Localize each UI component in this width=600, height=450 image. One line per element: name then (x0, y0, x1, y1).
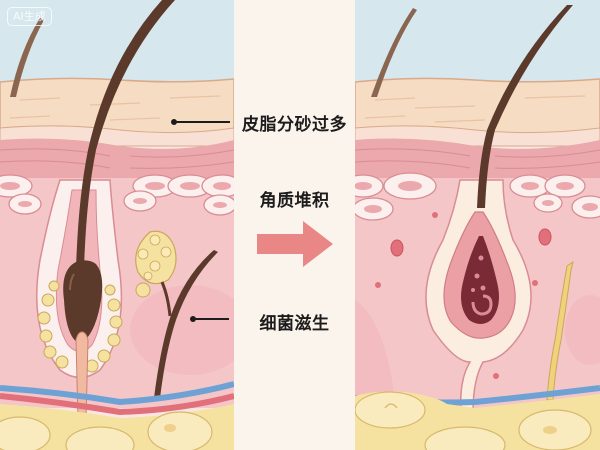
healthy-skin-illustration (0, 0, 234, 450)
right-arrow-icon (257, 221, 333, 267)
leader-line-bacteria-left (190, 316, 229, 322)
label-bacteria-growth: 细菌滋生 (259, 314, 330, 334)
acne-skin-cross-section (355, 0, 600, 450)
label-excess-sebum: 皮脂分砂过多 (242, 115, 347, 135)
label-keratin-buildup: 角质堆积 (259, 191, 330, 211)
ai-generated-watermark: AI生成 (7, 7, 52, 26)
leader-line-sebum (171, 119, 230, 125)
labels-panel: 皮脂分砂过多 角质堆积 细菌滋生 (234, 0, 355, 450)
acne-skin-illustration (355, 0, 600, 450)
healthy-skin-cross-section: AI生成 (0, 0, 234, 450)
